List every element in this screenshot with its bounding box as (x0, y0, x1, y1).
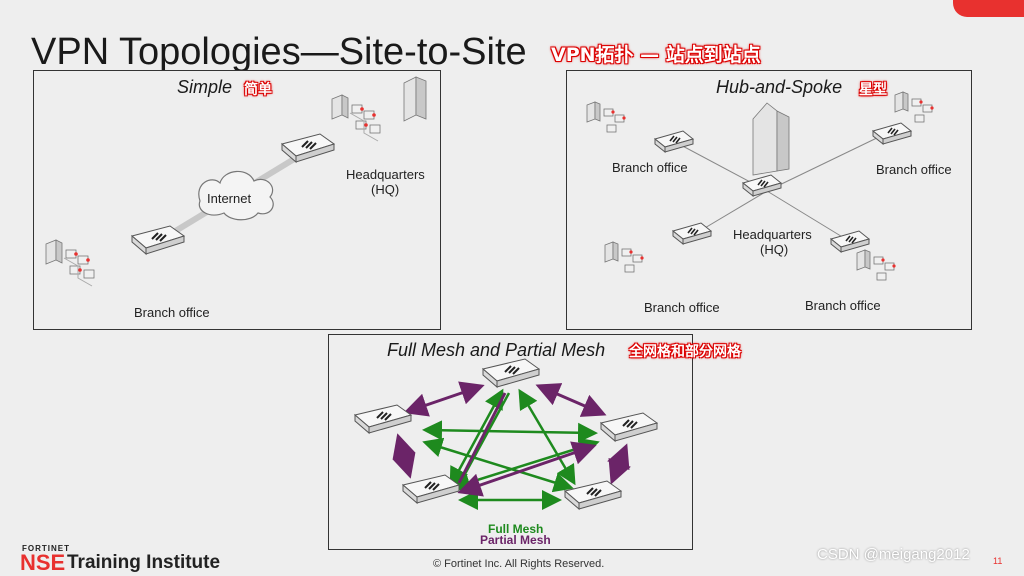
hq-tower-icon (752, 102, 790, 176)
hq-label-line1: Headquarters (346, 167, 425, 182)
brand-nse: NSE (20, 550, 66, 575)
mesh-diagram (354, 358, 658, 510)
simple-diagram (45, 76, 427, 287)
slide-title: VPN Topologies—Site-to-Site (31, 31, 527, 73)
hub-hq-label-line1: Headquarters (733, 227, 812, 242)
hq-tower-icon (403, 76, 427, 122)
hq-firewall-icon (742, 174, 782, 197)
legend-full-mesh: Full Mesh (488, 522, 544, 536)
brand-fortinet: FORTINET (22, 544, 70, 553)
branch-bl-firewall-icon (672, 222, 712, 245)
mesh-node-left-icon (354, 404, 412, 434)
hq-firewall-icon (281, 133, 335, 163)
hub-title-cn: 星型 (859, 82, 887, 98)
branch-label: Branch office (134, 305, 210, 320)
hub-diagram (586, 91, 935, 281)
panel-mesh: Full Mesh and Partial Mesh 全网格和部分网格 Full… (328, 334, 741, 550)
page-number: 11 (993, 556, 1003, 566)
hq-label-line2: (HQ) (371, 182, 400, 197)
branch-bl-office-icon (604, 241, 645, 273)
legend-partial-mesh: Partial Mesh (480, 533, 551, 547)
branch-firewall-icon (131, 225, 185, 255)
branch-office-icon (45, 239, 95, 287)
hq-office-icon (331, 94, 381, 142)
branch-br-firewall-icon (830, 230, 870, 253)
branch-tl-office-icon (586, 101, 627, 133)
internet-cloud-icon (198, 170, 274, 221)
panel-simple: Simple 简单 Internet Headquarters (HQ) Bra… (33, 70, 441, 330)
panel-hub-and-spoke: Hub-and-Spoke 星型 Branch office Branch of… (566, 70, 972, 330)
mesh-title-cn: 全网格和部分网格 (629, 344, 741, 360)
mesh-node-bottom-right-icon (564, 480, 622, 510)
corner-accent (953, 0, 1024, 17)
hub-hq-label-line2: (HQ) (760, 242, 789, 257)
internet-label: Internet (207, 191, 252, 206)
branch-bl-label: Branch office (644, 300, 720, 315)
mesh-node-bottom-left-icon (402, 474, 460, 504)
mesh-node-top-icon (482, 358, 540, 388)
branch-tl-label: Branch office (612, 160, 688, 175)
mesh-title: Full Mesh and Partial Mesh (387, 340, 606, 360)
mesh-node-right-icon (600, 412, 658, 442)
branch-br-label: Branch office (805, 298, 881, 313)
simple-title: Simple (177, 77, 233, 97)
simple-title-cn: 简单 (244, 82, 272, 98)
copyright: © Fortinet Inc. All Rights Reserved. (433, 558, 605, 570)
watermark: CSDN @meigang2012 (817, 546, 970, 563)
slide-title-cn: VPN拓扑 — 站点到站点 (551, 44, 761, 66)
branch-tr-firewall-icon (872, 122, 912, 145)
brand-training-institute: Training Institute (67, 552, 221, 573)
hub-title: Hub-and-Spoke (716, 77, 843, 97)
branch-br-office-icon (856, 249, 897, 281)
branch-tr-office-icon (894, 91, 935, 123)
branch-tr-label: Branch office (876, 162, 952, 177)
